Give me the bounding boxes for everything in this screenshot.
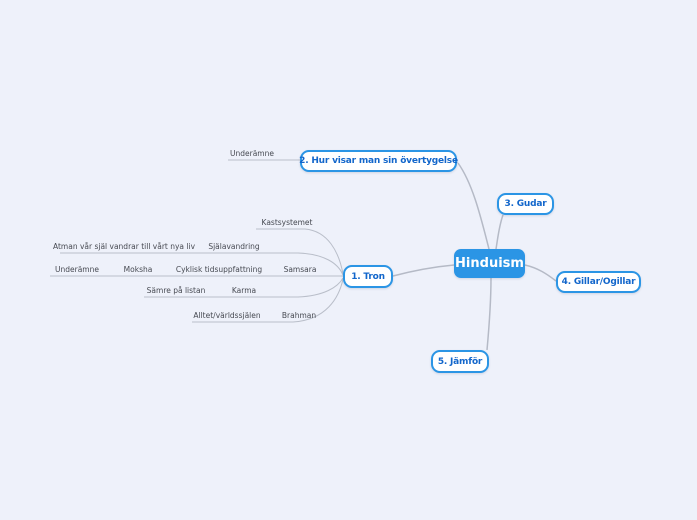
connector-root-gods <box>495 214 504 250</box>
subtopic-atman[interactable]: Atman vår själ vandrar till vårt nya liv <box>52 242 196 251</box>
connector-brahman-row <box>192 278 344 323</box>
connector-kastsystemet <box>256 228 344 275</box>
connector-root-likes <box>524 264 557 282</box>
root-node-hinduism[interactable]: Hinduism <box>454 249 525 278</box>
connector-sjalavandring-atman <box>60 252 344 276</box>
connector-root-faith <box>392 264 455 277</box>
subtopic-kastsystemet[interactable]: Kastsystemet <box>261 218 313 227</box>
connector-karma-row <box>144 277 344 298</box>
subtopic-cyklisk-tidsuppfattning[interactable]: Cyklisk tidsuppfattning <box>175 265 263 274</box>
subtopic-samre-pa-listan[interactable]: Sämre på listan <box>146 286 206 295</box>
subtopic-moksha[interactable]: Moksha <box>123 265 153 274</box>
subtopic-karma[interactable]: Karma <box>231 286 257 295</box>
connector-root-compare <box>486 277 492 351</box>
subtopic-underamne-top[interactable]: Underämne <box>230 149 274 158</box>
subtopic-alltet-varldssjalen[interactable]: Alltet/världssjälen <box>193 311 261 320</box>
subtopic-sjalavandring[interactable]: Själavandring <box>208 242 260 251</box>
subtopic-underamne-left[interactable]: Underämne <box>55 265 99 274</box>
topic-gudar[interactable]: 3. Gudar <box>497 193 554 215</box>
topic-jamfor[interactable]: 5. Jämför <box>431 350 489 373</box>
subtopic-samsara[interactable]: Samsara <box>283 265 317 274</box>
topic-tron[interactable]: 1. Tron <box>343 265 393 288</box>
topic-gillar-ogillar[interactable]: 4. Gillar/Ogillar <box>556 271 641 293</box>
topic-hur-visar-man-sin-overtygelse[interactable]: 2. Hur visar man sin övertygelse <box>299 150 458 172</box>
subtopic-brahman[interactable]: Brahman <box>281 311 317 320</box>
connector-root-conviction <box>457 162 490 250</box>
